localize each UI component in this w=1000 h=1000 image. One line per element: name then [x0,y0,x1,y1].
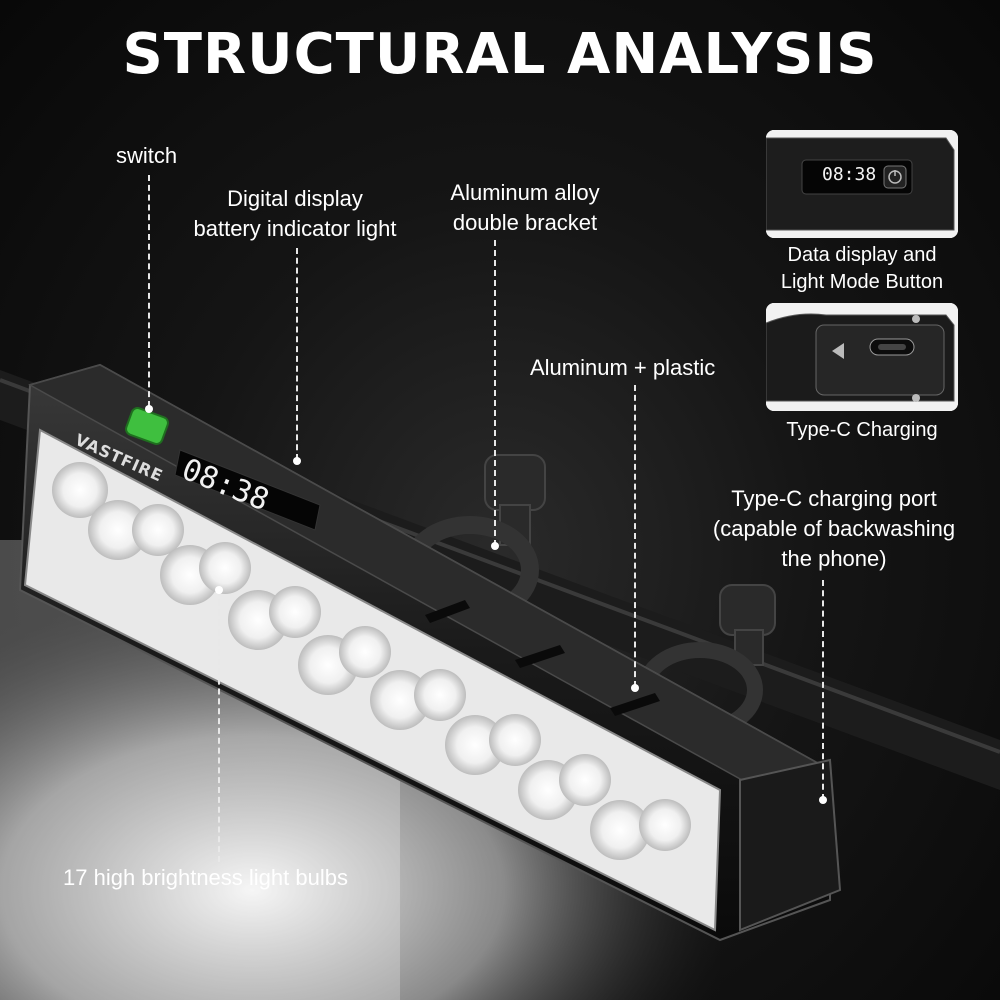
display-panel [174,449,321,531]
port-label-line3: the phone) [781,546,887,571]
display-dot [293,457,301,465]
switch-label: switch [116,143,178,168]
display-inset-caption: Data display and Light Mode Button [752,242,972,296]
material-leader [634,385,636,687]
display-inset-caption-line1: Data display and [787,244,937,266]
inset-display-readout: 08:38 [822,164,877,185]
display-label-line1: Digital display [227,186,363,211]
display-label: Digital display battery indicator light [183,184,407,244]
charging-inset [766,303,958,411]
switch-button [125,407,169,445]
port-label: Type-C charging port (capable of backwas… [700,484,968,574]
port-label-line1: Type-C charging port [731,486,937,511]
port-label-line2: (capable of backwashing [712,516,956,541]
display-label-line2: battery indicator light [193,216,397,241]
bulbs-label: 17 high brightness light bulbs [63,865,348,890]
switch-dot [145,405,153,413]
bracket-leader [494,240,496,546]
bracket-dot [491,542,499,550]
material-label: Aluminum + plastic [530,355,716,380]
display-inset: 08:38 [766,130,958,238]
port-leader [822,580,824,800]
material-dot [631,684,639,692]
bulbs-leader [218,590,220,862]
port-dot [819,796,827,804]
charging-inset-caption: Type-C Charging [786,419,938,441]
page-title: STRUCTURAL ANALYSIS [122,22,878,87]
bracket-label-line1: Aluminum alloy [450,180,600,205]
bulbs-dot [215,586,223,594]
bracket-label-line2: double bracket [452,210,598,235]
display-leader [296,248,298,460]
display-inset-caption-line2: Light Mode Button [780,271,944,293]
bulbs [52,462,691,860]
bracket-label: Aluminum alloy double bracket [442,178,608,238]
switch-leader [148,175,150,407]
end-cap [739,758,842,932]
